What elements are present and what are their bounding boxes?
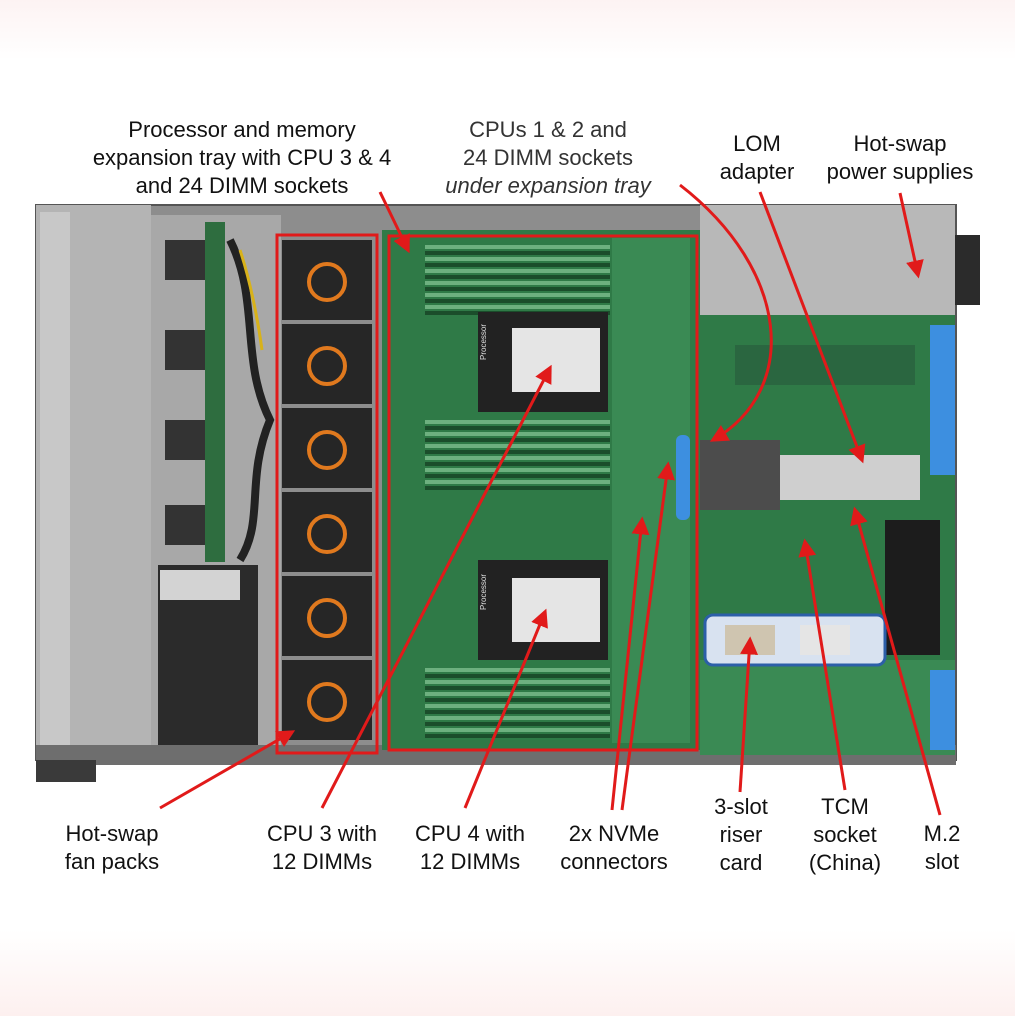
- dimm-slot: [425, 438, 610, 442]
- label-fans: Hot-swap fan packs: [64, 821, 160, 874]
- dimm-slot: [425, 245, 610, 249]
- dimm-slot: [425, 281, 610, 285]
- label-power: Hot-swap power supplies: [826, 131, 974, 184]
- fan-pack: [282, 660, 372, 740]
- dimm-slot: [425, 305, 610, 309]
- psu-connectors: [930, 235, 980, 750]
- label-cpu4: CPU 4 with 12 DIMMs: [414, 821, 526, 874]
- arrow-cpus-1-2: [679, 183, 773, 442]
- dimm-slot: [425, 420, 610, 424]
- fan-pack: [282, 408, 372, 488]
- arrow-m2: [850, 506, 942, 816]
- dimm-slot: [425, 668, 610, 672]
- arrow-nvme-1: [610, 516, 650, 811]
- label-tcm: TCM socket (China): [808, 794, 882, 875]
- dimm-slot: [425, 450, 610, 454]
- arrow-riser: [738, 636, 759, 793]
- fan-ring: [307, 514, 347, 554]
- label-lom: LOM adapter: [719, 131, 795, 184]
- arrow-cpu3: [320, 364, 552, 809]
- fan-callout-box: [275, 233, 379, 755]
- cpu-3-heatsink: Processor: [478, 312, 608, 412]
- dimm-slot: [425, 474, 610, 478]
- label-processor-tray: Processor and memory expansion tray with…: [92, 117, 392, 198]
- backplane-connectors: [165, 222, 275, 563]
- dimm-slot: [425, 486, 610, 490]
- dimm-slot: [425, 462, 610, 466]
- fan-ring: [307, 262, 347, 302]
- dimm-slot: [425, 692, 610, 696]
- arrow-cpu4: [463, 608, 548, 809]
- arrow-nvme-2: [620, 461, 676, 811]
- riser-card: [703, 613, 887, 667]
- cpu-4-text: Processor: [479, 574, 488, 610]
- fan-packs: [282, 240, 372, 740]
- tray-latch: [676, 435, 690, 520]
- fan-pack: [282, 492, 372, 572]
- label-cpu3: CPU 3 with 12 DIMMs: [266, 821, 378, 874]
- dimm-slot: [425, 257, 610, 261]
- dimm-slot: [425, 269, 610, 273]
- cpu-4-heatsink: Processor: [478, 560, 608, 660]
- dimm-slot: [425, 456, 610, 460]
- dimm-slot: [425, 698, 610, 702]
- arrow-fans: [159, 730, 296, 810]
- dimm-slot: [425, 293, 610, 297]
- dimm-slot: [425, 432, 610, 436]
- dimm-slot: [425, 722, 610, 726]
- dimm-slot: [425, 444, 610, 448]
- arrow-tray: [378, 191, 410, 254]
- label-nvme: 2x NVMe connectors: [560, 821, 668, 874]
- arrow-power: [898, 192, 924, 279]
- fan-pack: [282, 240, 372, 320]
- tray-callout-box: [387, 234, 699, 752]
- dimm-slot: [425, 251, 610, 255]
- dimm-slot: [425, 734, 610, 738]
- bottom-fade: [0, 930, 1015, 1016]
- dimm-slot: [425, 728, 610, 732]
- dimm-slot: [425, 480, 610, 484]
- dimm-slot: [425, 710, 610, 714]
- fan-ring: [307, 430, 347, 470]
- label-cpus-1-2: CPUs 1 & 2 and 24 DIMM sockets under exp…: [445, 117, 651, 198]
- cpu-3-text: Processor: [479, 324, 488, 360]
- dimm-slot: [425, 275, 610, 279]
- dimm-slot: [425, 704, 610, 708]
- fan-pack: [282, 576, 372, 656]
- label-m2: M.2 slot: [923, 821, 961, 874]
- dimm-slot: [425, 468, 610, 472]
- dimm-slot: [425, 299, 610, 303]
- fan-pack: [282, 324, 372, 404]
- label-riser: 3-slot riser card: [714, 794, 768, 875]
- fan-ring: [307, 346, 347, 386]
- dimm-slot: [425, 686, 610, 690]
- arrow-tcm: [798, 538, 847, 791]
- fan-ring: [307, 682, 347, 722]
- dimm-banks: [425, 245, 610, 738]
- dimm-slot: [425, 263, 610, 267]
- fan-ring: [307, 598, 347, 638]
- dimm-slot: [425, 287, 610, 291]
- arrow-lom: [758, 191, 866, 464]
- dimm-slot: [425, 716, 610, 720]
- top-fade: [0, 0, 1015, 60]
- callout-arrows: [159, 183, 942, 816]
